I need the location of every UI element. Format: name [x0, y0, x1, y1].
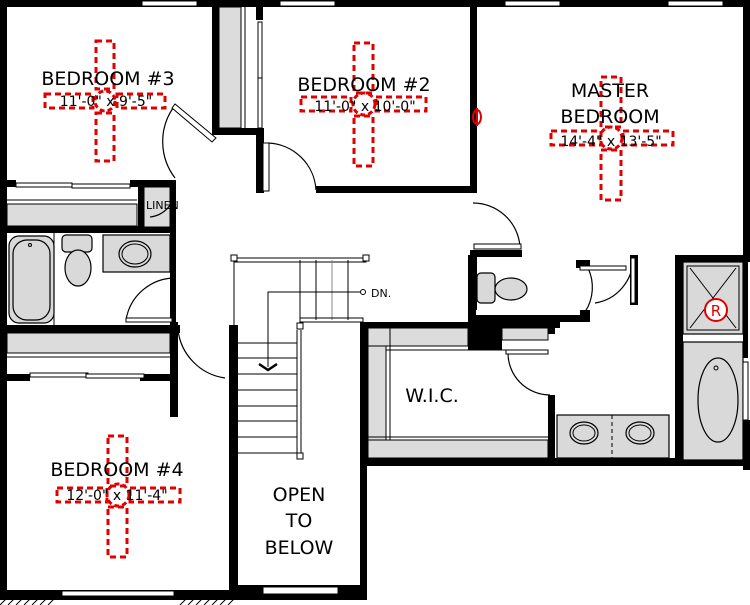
hall-bath-fixtures: [8, 233, 171, 325]
room-dimensions-bedroom4: 12'-0" x 11'-4": [66, 488, 167, 504]
hatching: [0, 598, 235, 605]
ceiling-fan-bedroom2: [299, 41, 428, 168]
open-to-below-line1: OPEN: [273, 484, 326, 506]
closets: [6, 6, 549, 459]
shower-symbol: R: [704, 298, 728, 322]
open-to-below-line2: TO: [285, 510, 313, 532]
stairs-down-label: DN.: [371, 287, 391, 300]
shower-symbol-text: R: [711, 302, 721, 320]
wall-outlet-symbol: [472, 108, 482, 126]
open-to-below-line3: BELOW: [265, 537, 334, 559]
windows-top: [61, 0, 724, 597]
ceiling-fan-bedroom3: [43, 39, 167, 163]
room-name-master-line1: MASTER: [571, 80, 649, 102]
wic-label: W.I.C.: [405, 385, 459, 407]
room-name-bedroom3: BEDROOM #3: [41, 68, 174, 90]
linen-label: LINEN: [146, 199, 179, 212]
room-name-master-line2: BEDROOM: [560, 106, 659, 128]
ceiling-fan-master: [549, 75, 675, 202]
room-name-bedroom4: BEDROOM #4: [50, 459, 183, 481]
room-dimensions-bedroom3: 11'-0" x 9'-5": [60, 94, 152, 110]
room-dimensions-bedroom2: 11'-0" x 10'-0": [314, 99, 415, 115]
master-bath-fixtures: [476, 261, 749, 461]
room-dimensions-master: 14'-4" x 13'-5": [560, 134, 661, 150]
doors: [125, 103, 636, 396]
room-name-bedroom2: BEDROOM #2: [297, 74, 430, 96]
staircase: DN.: [230, 254, 391, 460]
ceiling-fan-bedroom4: [55, 434, 182, 559]
